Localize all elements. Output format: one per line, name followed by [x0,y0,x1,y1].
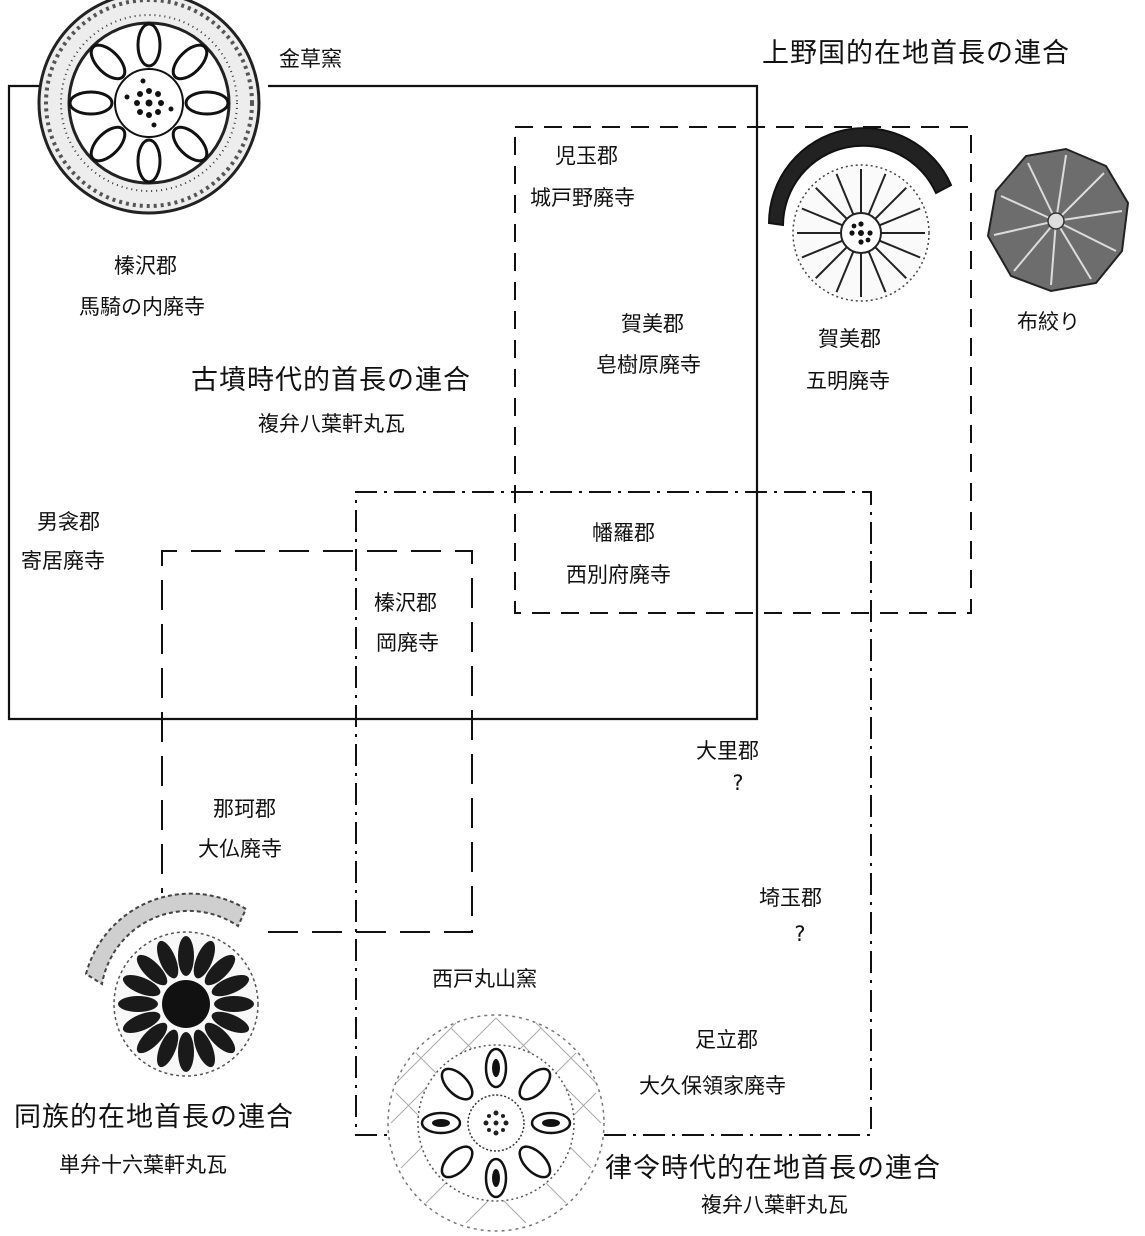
kozuke-alliance-title: 上野国的在地首長の連合 [762,38,1070,69]
site-sakitama-gun: 埼玉郡 [759,886,822,910]
kofun-alliance-title: 古墳時代的首長の連合 [191,365,471,396]
kofun-kiln-label: 金草窯 [279,47,342,71]
dozoku-alliance-title: 同族的在地首長の連合 [14,1102,294,1133]
site-gomyo-temple: 五明廃寺 [806,369,890,393]
site-daibutsu-temple: 大仏廃寺 [198,837,282,861]
site-umanouchi-temple: 馬騎の内廃寺 [79,295,205,319]
site-daibutsu-gun: 那珂郡 [213,797,276,821]
site-osato-gun: 大里郡 [696,739,759,763]
site-gomyo-gun: 賀美郡 [818,327,881,351]
box-kozuke-alliance [514,126,972,614]
site-nishibeppu-temple: 西別府廃寺 [566,563,671,587]
ritsuryo-alliance-subtitle: 複弁八葉軒丸瓦 [701,1193,848,1217]
roof-tile-umanouchi [37,0,261,215]
roof-tile-nishitomaruyama [387,1014,605,1232]
roof-tile-single-sixteen [84,892,259,1077]
site-sakitama-unknown: ? [794,922,806,946]
site-umanouchi-gun: 榛沢郡 [114,254,177,278]
site-okubo-temple: 大久保領家廃寺 [639,1074,786,1098]
site-yorii-gun: 男衾郡 [37,510,100,534]
site-okubo-gun: 足立郡 [695,1028,758,1052]
site-kidono-temple: 城戸野廃寺 [530,186,635,210]
box-ritsuryo-alliance [355,491,872,1136]
kofun-alliance-subtitle: 複弁八葉軒丸瓦 [258,412,405,436]
site-nishibeppu-gun: 幡羅郡 [592,521,655,545]
site-oka-gun: 榛沢郡 [374,591,437,615]
dozoku-alliance-subtitle: 単弁十六葉軒丸瓦 [59,1153,227,1177]
roof-tile-cloth-pressed [986,147,1130,293]
site-yumiki-gun: 賀美郡 [621,312,684,336]
site-yumiki-temple: 皂樹原廃寺 [596,353,701,377]
box-dozoku-alliance [161,550,473,933]
site-yorii-temple: 寄居廃寺 [21,549,105,573]
ritsuryo-alliance-title: 律令時代的在地首長の連合 [605,1153,941,1184]
box-kofun-alliance [7,84,759,721]
site-osato-unknown: ? [732,771,744,795]
site-kidono-gun: 児玉郡 [555,144,618,168]
cloth-pressed-label: 布絞り [1017,310,1080,334]
nishitomaruyama-kiln-label: 西戸丸山窯 [432,967,537,991]
roof-tile-gomyo [767,127,953,302]
site-oka-temple: 岡廃寺 [376,631,439,655]
